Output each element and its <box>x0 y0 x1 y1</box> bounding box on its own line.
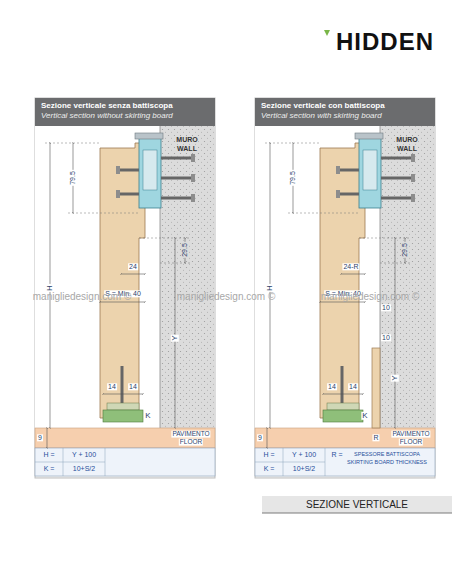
dimension-label: PAVIMENTO <box>391 431 430 438</box>
header-title: Sezione verticale con battiscopa <box>261 101 429 111</box>
table-cell: 10+S/2 <box>73 465 95 472</box>
dimension-label: 24-R <box>342 263 359 270</box>
dimension-label: 14 <box>348 383 358 390</box>
footer-line <box>262 513 452 514</box>
section-right <box>255 98 435 478</box>
watermark: manigliedesign.com © <box>321 292 420 303</box>
dimension-label: H <box>266 284 274 292</box>
dimension-label: K <box>144 412 151 420</box>
table-cell: SKIRTING BOARD THICKNESS <box>347 460 427 466</box>
dimension-label: 9 <box>37 434 43 441</box>
dimension-label: Y <box>171 334 179 341</box>
table-cell: 10+S/2 <box>293 465 315 472</box>
watermark: manigliedesign.com © <box>33 292 132 303</box>
table-cell: SPESSORE BATTISCOPA <box>354 452 420 458</box>
dimension-label: 79.5 <box>69 170 76 186</box>
dimension-label: 79.5 <box>289 170 296 186</box>
table-cell: Y + 100 <box>292 451 316 458</box>
dimension-label: R <box>372 434 379 441</box>
dimension-label: K <box>361 412 368 420</box>
dimension-label: 10 <box>381 334 391 341</box>
dimension-label: Y <box>391 374 399 381</box>
header-title: Sezione verticale senza battiscopa <box>41 101 209 111</box>
table-cell: K = <box>44 465 55 472</box>
section-header: Sezione verticale senza battiscopaVertic… <box>35 98 215 126</box>
header-subtitle: Vertical section without skirting board <box>41 111 209 121</box>
brand-logo: HIDDEN <box>336 29 434 54</box>
wall-label: WALL <box>176 145 198 152</box>
dimension-label: H <box>46 284 54 292</box>
dimension-label: 9 <box>257 434 263 441</box>
dimension-label: 14 <box>128 383 138 390</box>
dimension-label: FLOOR <box>399 439 423 446</box>
wall-label: MURO <box>175 136 198 143</box>
dimension-label: 14 <box>107 383 117 390</box>
footer-caption: SEZIONE VERTICALE <box>306 500 408 511</box>
wall-label: WALL <box>396 145 418 152</box>
watermark: manigliedesign.com © <box>177 292 276 303</box>
dimension-label: FLOOR <box>179 439 203 446</box>
wall-label: MURO <box>395 136 418 143</box>
dimension-label: 29.5 <box>401 242 408 258</box>
logo-mark <box>324 30 330 36</box>
table-cell: K = <box>264 465 275 472</box>
dimension-label: PAVIMENTO <box>171 431 210 438</box>
table-cell: Y + 100 <box>72 451 96 458</box>
skirting-board <box>372 348 380 428</box>
header-subtitle: Vertical section with skirting board <box>261 111 429 121</box>
footer-band <box>262 496 452 513</box>
section-header: Sezione verticale con battiscopaVertical… <box>255 98 435 126</box>
dimension-label: 24 <box>128 263 138 270</box>
section-left <box>35 98 215 478</box>
table-cell: H = <box>263 451 274 458</box>
dimension-label: 14 <box>327 383 337 390</box>
dimension-label: 29.5 <box>181 242 188 258</box>
table-cell: H = <box>43 451 54 458</box>
table-cell: R = <box>331 451 342 458</box>
dimension-label: 10 <box>381 304 391 311</box>
